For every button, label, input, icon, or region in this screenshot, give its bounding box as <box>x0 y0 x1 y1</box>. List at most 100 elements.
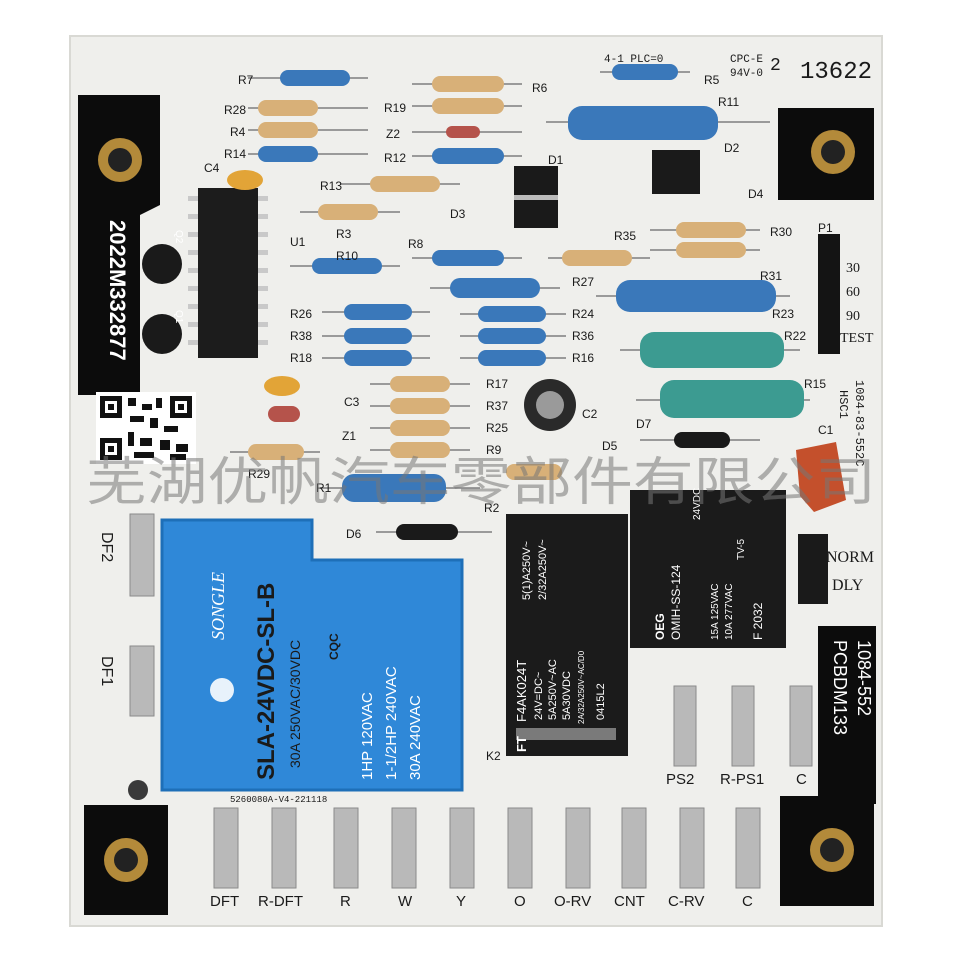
label-df1: DF1 <box>98 656 115 686</box>
relay-k2-line-7: 0415L2 <box>595 683 607 720</box>
songle-logo-mark <box>210 678 234 702</box>
top-marking-2: CPC-E <box>730 54 763 66</box>
jumper-30: 30 <box>846 261 860 276</box>
label-r23: R23 <box>772 307 794 321</box>
label-dft: DFT <box>210 893 239 910</box>
label-r15: R15 <box>804 377 826 391</box>
label-r3: R3 <box>336 227 352 241</box>
diode-z2 <box>446 126 480 138</box>
relay-k3-line-2: 15A 125VAC <box>710 583 721 640</box>
label-q1: Q1 <box>173 310 184 324</box>
label-d1: D1 <box>548 153 564 167</box>
diode-d2 <box>652 150 700 194</box>
resistor-r36 <box>478 328 546 344</box>
label-r36: R36 <box>572 329 594 343</box>
resistor-r13 <box>370 176 440 192</box>
resistor-r37 <box>390 398 450 414</box>
silkscreen-top: 4-1 PLC=0 CPC-E 94V-0 2 13622 <box>604 54 872 86</box>
label-c-rv: C-RV <box>668 893 704 910</box>
label-r35: R35 <box>614 229 636 243</box>
label-r13: R13 <box>320 179 342 193</box>
resistor-bank <box>230 64 810 540</box>
resistor-r29 <box>248 444 304 460</box>
bottom-terminal-row <box>213 807 761 889</box>
side-marking-2: HSC1 <box>836 390 850 419</box>
label-r4: R4 <box>230 125 246 139</box>
label-norm: NORM <box>826 549 874 566</box>
resistor-r25 <box>390 420 450 436</box>
terminal-df1 <box>129 645 155 717</box>
resistor-r18 <box>344 350 412 366</box>
terminal-dft <box>213 807 239 889</box>
label-r30: R30 <box>770 225 792 239</box>
relay-k2-line-4: 5A250V~AC <box>547 659 559 720</box>
label-cnt: CNT <box>614 893 645 910</box>
label-r16: R16 <box>572 351 594 365</box>
resistor-r10 <box>312 258 382 274</box>
relay-k2-line-6: 2A/32A250V~AC/D0 <box>577 650 586 724</box>
label-c-right: C <box>796 771 807 788</box>
label-r: R <box>340 893 351 910</box>
label-c4: C4 <box>204 161 220 175</box>
transistor-q1 <box>142 314 182 354</box>
serial-number: 13622 <box>800 59 872 86</box>
resistor-r22 <box>640 332 784 368</box>
terminal-ps2 <box>673 685 697 767</box>
relay-k3: OEG OMIH-SS-124 24VDC 15A 125VAC 10A 277… <box>630 488 786 648</box>
label-r38: R38 <box>290 329 312 343</box>
label-o-rv: O-RV <box>554 893 591 910</box>
relay-k2-line-3: 24V=DC~ <box>533 672 545 720</box>
date-code-label: 2022M332877 <box>105 220 130 361</box>
time-jumper-labels: 30 60 90 TEST <box>840 261 874 346</box>
diode-d6 <box>396 524 458 540</box>
terminal-c-bottom <box>735 807 761 889</box>
terminal-o <box>507 807 533 889</box>
label-k2: K2 <box>486 749 501 763</box>
label-r8: R8 <box>408 237 424 251</box>
terminal-o-rv <box>565 807 591 889</box>
label-q2: Q2 <box>173 230 184 244</box>
resistor-r3 <box>318 204 378 220</box>
relay-k3-brand: OEG <box>653 613 667 640</box>
relay-k2-line-2: 2/32A250V~ <box>537 539 549 600</box>
label-r28: R28 <box>224 103 246 117</box>
label-r37: R37 <box>486 399 508 413</box>
time-jumper-header <box>818 234 840 354</box>
resistor-r2 <box>506 464 562 480</box>
resistor-r38 <box>344 328 412 344</box>
diode-d5 <box>674 432 730 448</box>
watermark-text: 芜湖优帆汽车零部件有限公司 <box>86 454 876 512</box>
label-r19: R19 <box>384 101 406 115</box>
label-r2: R2 <box>484 501 500 515</box>
label-dly: DLY <box>832 577 864 594</box>
label-r-dft: R-DFT <box>258 893 303 910</box>
label-d3: D3 <box>450 207 466 221</box>
resistor-r19 <box>432 98 504 114</box>
relay-k2: FT F4AK024T 5(1)A250V~ 2/32A250V~ 24V=DC… <box>506 514 628 756</box>
label-r31: R31 <box>760 269 782 283</box>
label-r18: R18 <box>290 351 312 365</box>
relay-k3-line-1: 24VDC <box>692 488 703 520</box>
black-label-block-right <box>818 626 876 804</box>
relay-main-cert: CQC <box>327 633 341 660</box>
label-z2: Z2 <box>386 127 400 141</box>
relay-k3-line-3: 10A 277VAC <box>724 583 735 640</box>
label-r26: R26 <box>290 307 312 321</box>
black-mounting-pad-bottom-right <box>780 796 874 906</box>
ic-chip-u1 <box>188 188 268 358</box>
label-c3: C3 <box>344 395 360 409</box>
label-r6: R6 <box>532 81 548 95</box>
label-r29: R29 <box>248 467 270 481</box>
label-r11: R11 <box>718 95 739 109</box>
resistor-r4 <box>258 122 318 138</box>
label-r1: R1 <box>316 481 332 495</box>
resistor-r15 <box>660 380 804 418</box>
side-marking-1: 1084-83-552C <box>852 380 866 466</box>
relay-k2-line-1: 5(1)A250V~ <box>521 541 533 600</box>
resistor-r24 <box>478 306 546 322</box>
qr-code <box>96 392 196 464</box>
terminal-c-rv <box>679 807 705 889</box>
top-marking-4: 2 <box>770 56 781 76</box>
label-r22: R22 <box>784 329 806 343</box>
resistor-r24-wide <box>450 278 540 298</box>
